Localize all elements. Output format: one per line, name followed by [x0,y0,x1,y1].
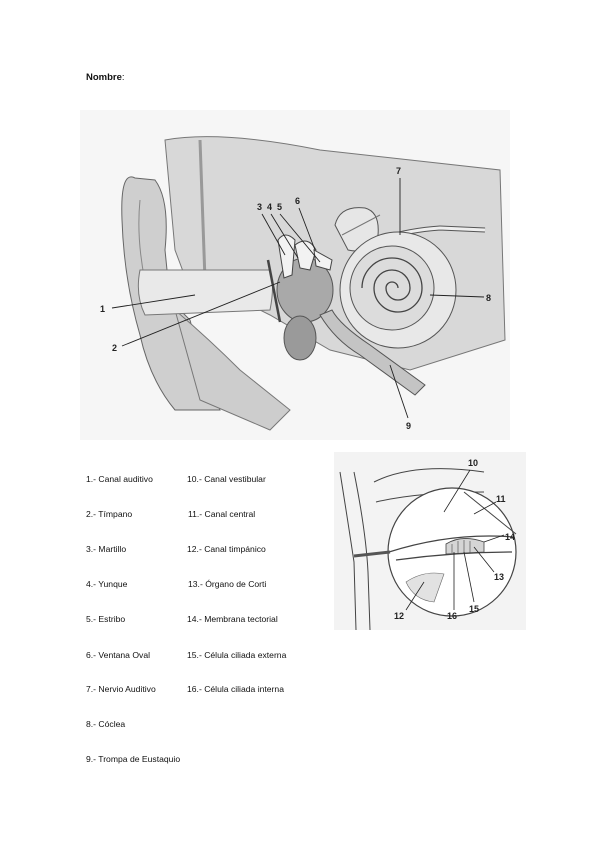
legend-item: 9.- Trompa de Eustaquio [86,754,181,764]
callout-4: 4 [267,202,272,212]
name-label-text: Nombre [86,72,122,83]
callout-3: 3 [257,202,262,212]
legend-item: 2.- Tímpano [86,509,133,519]
legend-item: 8.- Cóclea [86,719,126,729]
callout-15: 15 [469,604,479,614]
name-label-colon: : [121,72,125,83]
callout-12: 12 [394,611,404,621]
callout-2: 2 [112,343,117,353]
callout-10: 10 [468,458,478,468]
cochlea-cross-section-diagram: 10 11 12 13 14 15 16 [334,452,526,630]
callouts: 1 2 3 4 5 6 7 8 9 [100,166,491,431]
legend-item: 1.- Canal auditivo [86,474,153,484]
legend-item: 4.- Yunque [86,579,128,589]
legend-item: 13.- Órgano de Corti [188,579,267,589]
legend-item: 10.- Canal vestibular [187,474,266,484]
callout-7: 7 [396,166,401,176]
name-label: Nombre: [86,72,125,83]
leader-lines [111,178,485,419]
callout-8: 8 [486,293,491,303]
legend-item: 14.- Membrana tectorial [187,614,278,624]
legend-item: 12.- Canal timpánico [187,544,266,554]
cochlea-artwork [334,452,526,630]
legend-item: 5.- Estribo [86,614,126,624]
legend-item: 6.- Ventana Oval [86,650,151,660]
callout-11: 11 [496,494,506,504]
callout-1: 1 [100,304,105,314]
legend-item: 16.- Célula ciliada interna [187,684,284,694]
callout-5: 5 [277,202,282,212]
cochlea-callouts: 10 11 12 13 14 15 16 [394,458,515,621]
legend-item: 3.- Martillo [86,544,127,554]
callout-6: 6 [295,196,300,206]
diagram-artwork [80,110,510,440]
legend-item: 15.- Célula ciliada externa [187,650,287,660]
callout-9: 9 [406,421,411,431]
legend-item: 7.- Nervio Auditivo [86,684,156,694]
legend-item: 11.- Canal central [188,509,256,519]
callout-14: 14 [505,532,515,542]
callout-16: 16 [447,611,457,621]
cochlea-leader-lines [405,469,505,611]
callout-13: 13 [494,572,504,582]
ear-anatomy-diagram: 1 2 3 4 5 6 7 8 9 [80,110,510,440]
